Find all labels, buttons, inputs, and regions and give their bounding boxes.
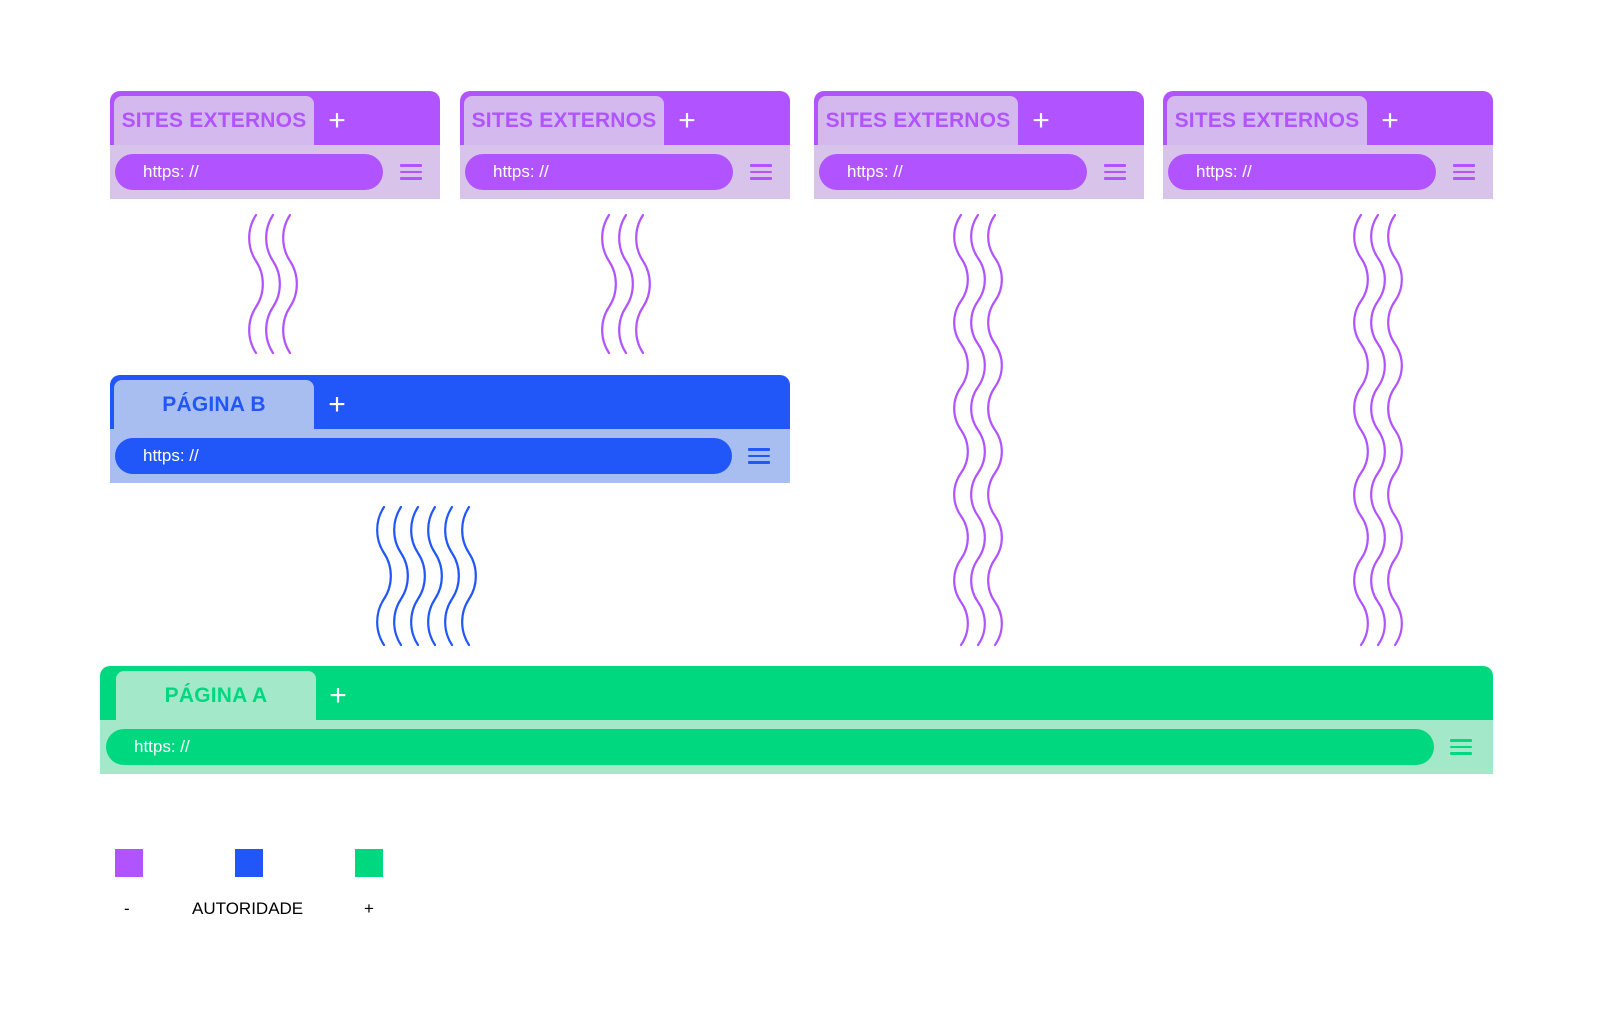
- address-bar-row: https: //: [1163, 145, 1493, 199]
- link-wave-ext1-to-b-3: [282, 213, 298, 355]
- legend-swatch-mid: [235, 849, 263, 877]
- link-wave-ext1-to-b-1: [248, 213, 264, 355]
- page-a-window: PÁGINA A + https: //: [100, 666, 1493, 774]
- address-bar[interactable]: https: //: [819, 154, 1087, 190]
- external-site-window-4: SITES EXTERNOS + https: //: [1163, 91, 1493, 199]
- hamburger-menu-icon[interactable]: [1453, 145, 1479, 199]
- page-b-window: PÁGINA B + https: //: [110, 375, 790, 483]
- hamburger-menu-icon[interactable]: [750, 145, 776, 199]
- external-site-window-1: SITES EXTERNOS + https: //: [110, 91, 440, 199]
- link-wave-b-to-a-2: [393, 505, 409, 647]
- link-wave-b-to-a-1: [376, 505, 392, 647]
- address-bar-row: https: //: [100, 720, 1493, 774]
- address-bar-row: https: //: [110, 145, 440, 199]
- address-bar[interactable]: https: //: [115, 154, 383, 190]
- plus-icon[interactable]: +: [1381, 103, 1399, 137]
- plus-icon[interactable]: +: [1032, 103, 1050, 137]
- legend-swatch-high: [355, 849, 383, 877]
- tab-sites-externos[interactable]: SITES EXTERNOS: [114, 96, 314, 145]
- address-bar[interactable]: https: //: [106, 729, 1434, 765]
- link-wave-ext1-to-b-2: [265, 213, 281, 355]
- external-site-window-3: SITES EXTERNOS + https: //: [814, 91, 1144, 199]
- link-wave-ext2-to-b-2: [618, 213, 634, 355]
- plus-icon[interactable]: +: [678, 103, 696, 137]
- plus-icon[interactable]: +: [328, 387, 346, 421]
- link-wave-ext4-to-a-2: [1370, 213, 1386, 647]
- hamburger-menu-icon[interactable]: [1104, 145, 1130, 199]
- hamburger-menu-icon[interactable]: [748, 429, 774, 483]
- address-bar[interactable]: https: //: [465, 154, 733, 190]
- legend-label-authority: AUTORIDADE: [192, 899, 304, 918]
- link-wave-b-to-a-4: [427, 505, 443, 647]
- address-bar-row: https: //: [460, 145, 790, 199]
- tab-pagina-b[interactable]: PÁGINA B: [114, 380, 314, 429]
- hamburger-menu-icon[interactable]: [1450, 720, 1476, 774]
- link-wave-ext3-to-a-3: [987, 213, 1003, 647]
- link-wave-ext4-to-a-3: [1387, 213, 1403, 647]
- address-bar-row: https: //: [814, 145, 1144, 199]
- tab-sites-externos[interactable]: SITES EXTERNOS: [1167, 96, 1367, 145]
- external-site-window-2: SITES EXTERNOS + https: //: [460, 91, 790, 199]
- link-wave-ext4-to-a-1: [1353, 213, 1369, 647]
- plus-icon[interactable]: +: [328, 103, 346, 137]
- link-wave-ext2-to-b-1: [601, 213, 617, 355]
- link-wave-b-to-a-5: [444, 505, 460, 647]
- link-wave-ext3-to-a-2: [970, 213, 986, 647]
- legend-swatch-low: [115, 849, 143, 877]
- legend-label-high: +: [364, 899, 374, 918]
- tab-pagina-a[interactable]: PÁGINA A: [116, 671, 316, 720]
- link-wave-b-to-a-6: [461, 505, 477, 647]
- tab-bar: [100, 666, 1493, 720]
- tab-sites-externos[interactable]: SITES EXTERNOS: [464, 96, 664, 145]
- address-bar-row: https: //: [110, 429, 790, 483]
- hamburger-menu-icon[interactable]: [400, 145, 426, 199]
- plus-icon[interactable]: +: [329, 678, 347, 712]
- link-wave-b-to-a-3: [410, 505, 426, 647]
- address-bar[interactable]: https: //: [1168, 154, 1436, 190]
- link-wave-ext2-to-b-3: [635, 213, 651, 355]
- address-bar[interactable]: https: //: [115, 438, 732, 474]
- link-wave-ext3-to-a-1: [953, 213, 969, 647]
- tab-sites-externos[interactable]: SITES EXTERNOS: [818, 96, 1018, 145]
- legend-label-low: -: [124, 899, 130, 918]
